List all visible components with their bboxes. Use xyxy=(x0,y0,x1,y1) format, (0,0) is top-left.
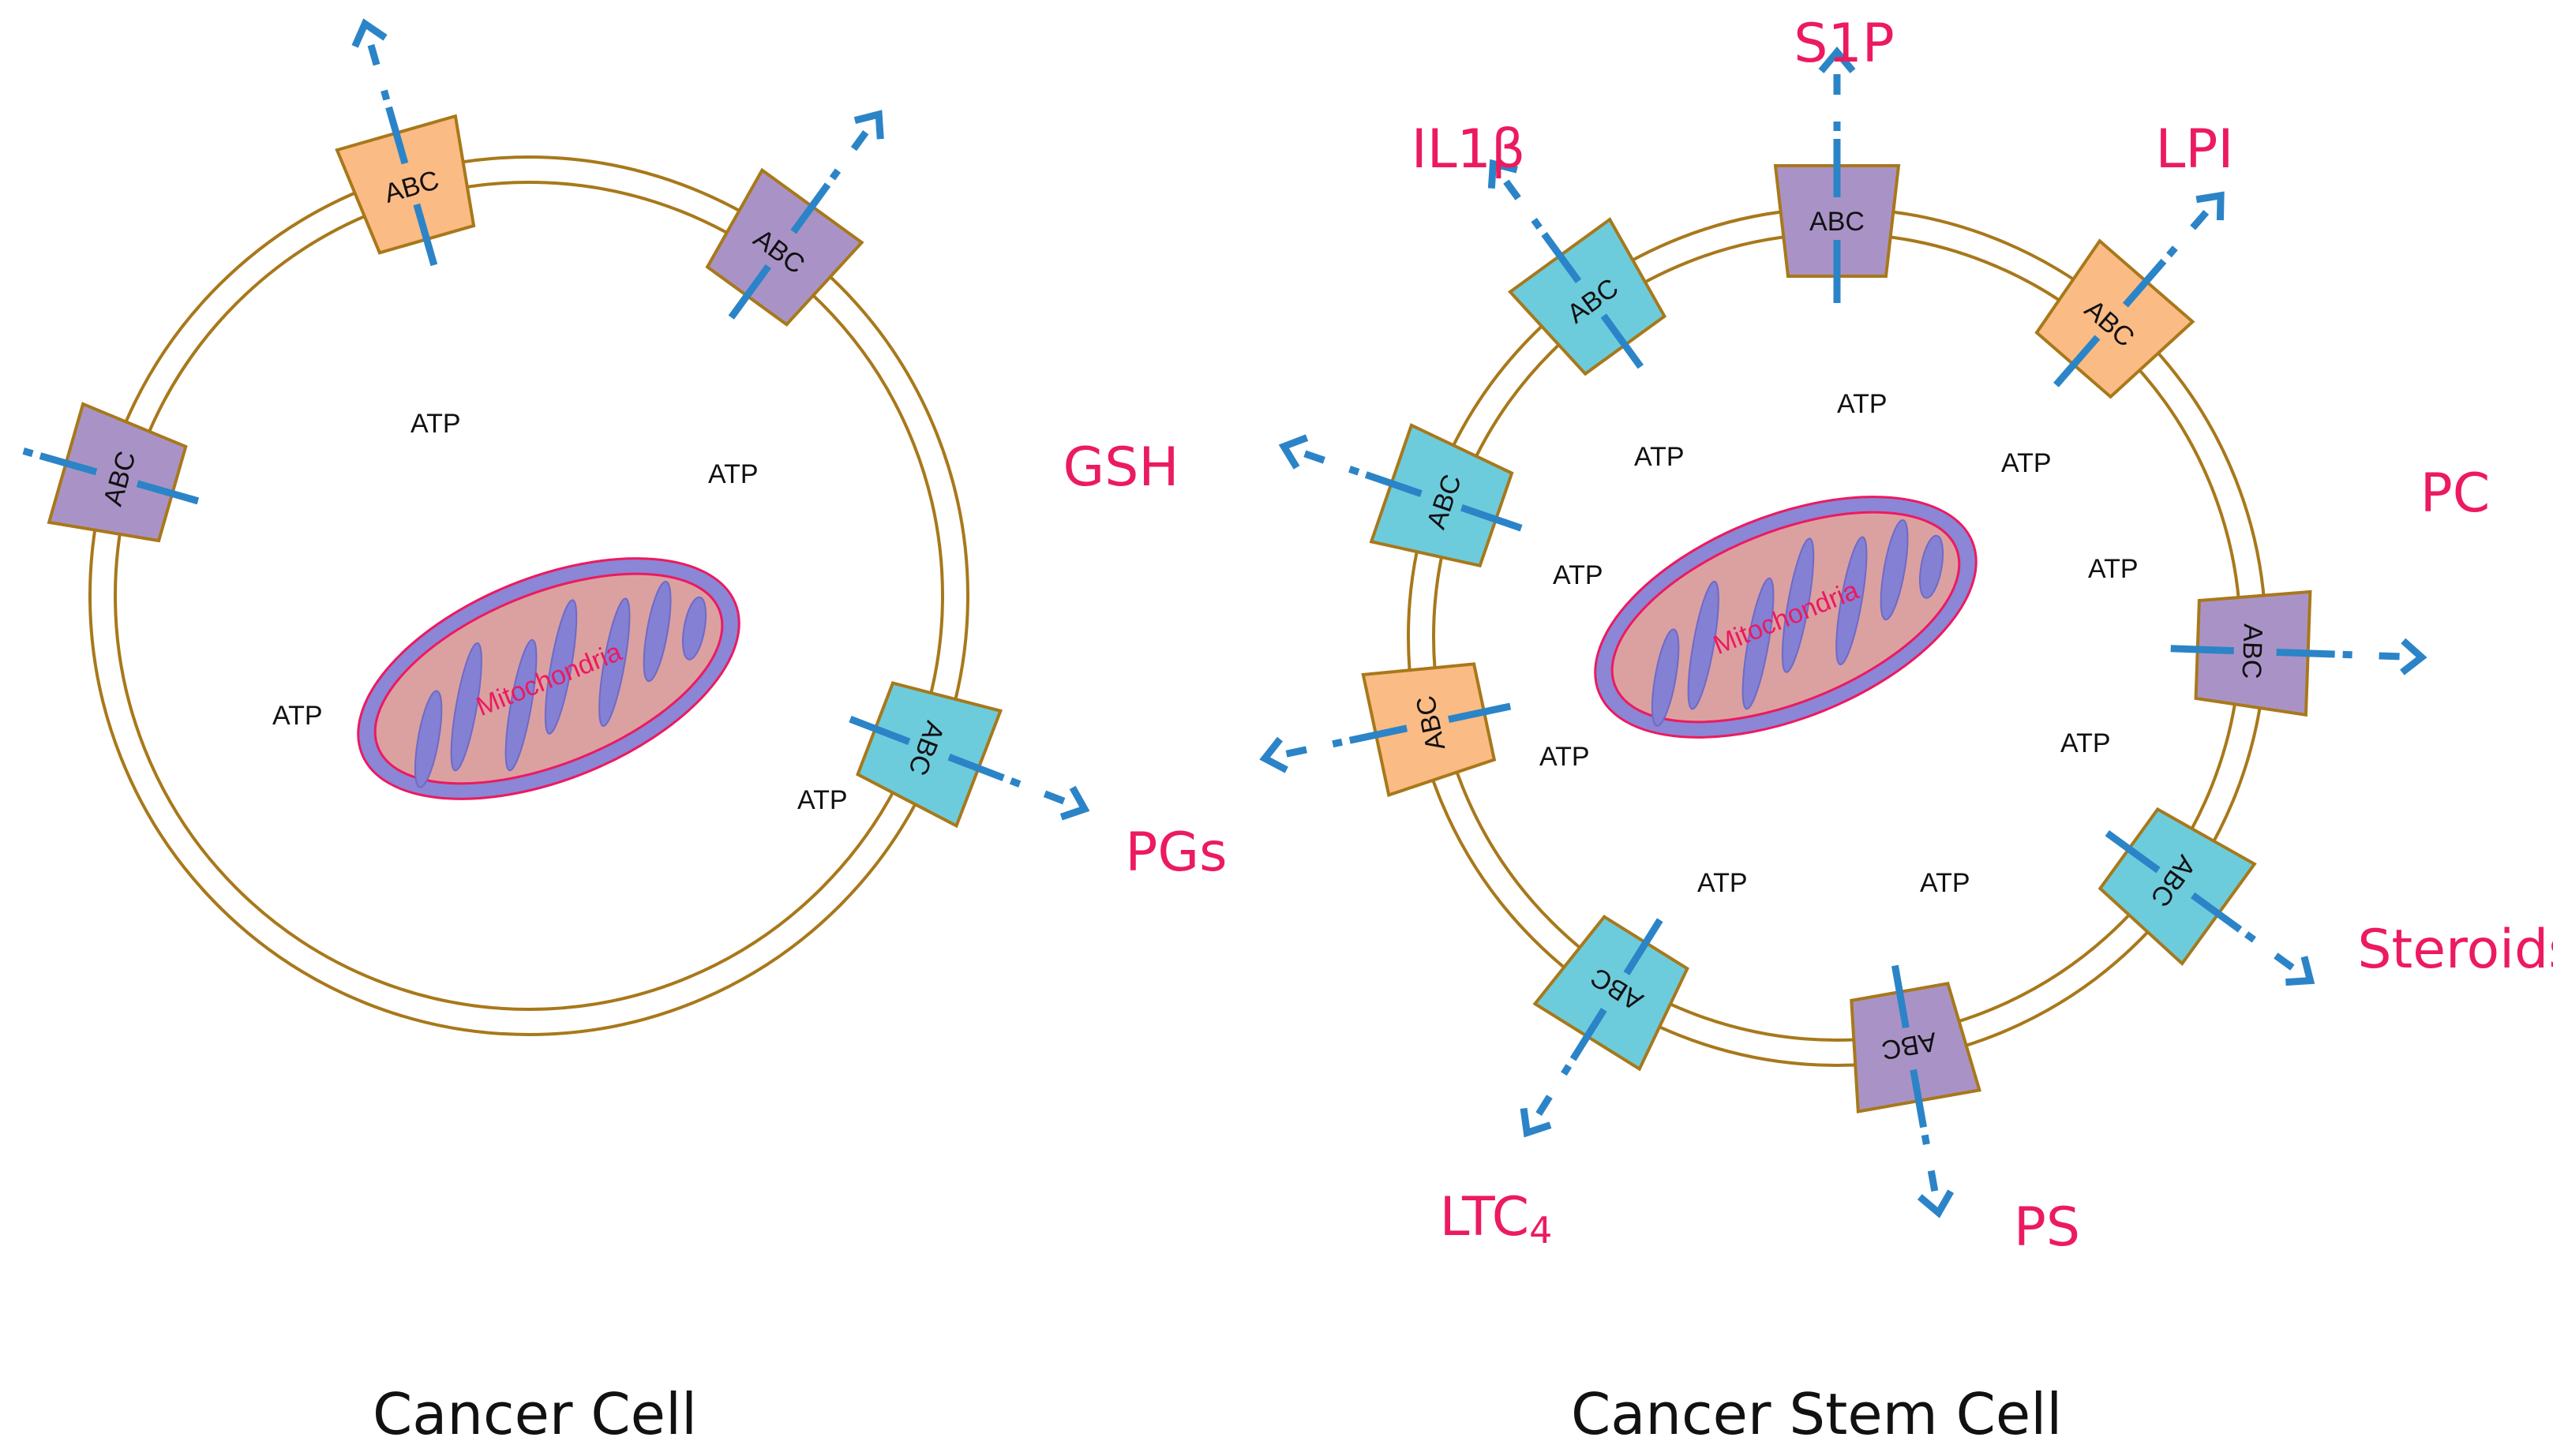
transporter-label: ABC xyxy=(1809,207,1865,237)
substrate-label: PC xyxy=(2420,462,2491,525)
atp-label: ATP xyxy=(2060,728,2111,758)
atp-label: ATP xyxy=(1539,742,1590,772)
substrate-label: PS xyxy=(2014,1196,2080,1259)
efflux-arrow-head xyxy=(1920,1192,1955,1216)
efflux-arrow-dot xyxy=(24,451,33,453)
atp-label: ATP xyxy=(1837,389,1888,419)
efflux-arrow-head xyxy=(1262,739,1287,774)
efflux-arrow-dash xyxy=(1539,1097,1550,1114)
atp-label: ATP xyxy=(1553,560,1603,590)
abc-transporter: ABC xyxy=(0,372,215,560)
efflux-arrow-dash xyxy=(1506,182,1518,198)
efflux-arrow-dot xyxy=(1925,1135,1926,1144)
atp-label: ATP xyxy=(1697,868,1748,898)
efflux-arrow-dash xyxy=(2379,656,2400,657)
abc-transporter: ABC xyxy=(2010,155,2267,425)
efflux-arrow-dot xyxy=(2169,248,2175,255)
abc-transporter: ABC xyxy=(306,7,493,283)
efflux-arrow-dot xyxy=(832,170,838,178)
efflux-arrow-dash xyxy=(1044,794,1063,801)
substrate-label: GSH xyxy=(1063,436,1179,499)
abc-transporter: ABC xyxy=(681,78,928,354)
efflux-arrow-dot xyxy=(1534,220,1539,228)
atp-label: ATP xyxy=(411,409,461,439)
substrate-subscript: 4 xyxy=(1529,1209,1552,1252)
atp-label: ATP xyxy=(272,701,323,731)
mitochondria: Mitochondria xyxy=(324,510,774,848)
efflux-arrow-dash xyxy=(2193,212,2206,228)
transport-channel xyxy=(2171,649,2234,651)
atp-label: ATP xyxy=(1634,442,1685,472)
transporter-label: ABC xyxy=(2236,623,2267,679)
efflux-arrow-head xyxy=(1061,788,1090,824)
efflux-arrow-dash xyxy=(1931,1171,1935,1192)
mitochondria: Mitochondria xyxy=(1561,448,2011,786)
abc-transporter: ABC xyxy=(1775,52,1899,303)
atp-label: ATP xyxy=(1920,868,1970,898)
atp-label: ATP xyxy=(2001,448,2052,478)
substrate-label: PGs xyxy=(1125,822,1227,884)
abc-transporter: ABC xyxy=(1475,887,1712,1165)
efflux-arrow-head xyxy=(1513,1108,1550,1141)
abc-transporter: ABC xyxy=(828,661,1107,866)
efflux-arrow-dot xyxy=(2247,934,2255,940)
efflux-arrow-dash xyxy=(1287,750,1306,754)
abc-transporter: ABC xyxy=(2169,587,2424,719)
efflux-arrow-dash xyxy=(2276,956,2292,968)
atp-label: ATP xyxy=(2088,554,2139,584)
efflux-arrow-dash xyxy=(1305,454,1325,460)
substrate-label: LTC4 xyxy=(1440,1186,1553,1252)
transport-channel xyxy=(2277,652,2335,654)
efflux-arrow-dot xyxy=(384,91,386,100)
cancer-stem-cell-caption: Cancer Stem Cell xyxy=(1571,1381,2062,1447)
substrate-label: IL1β xyxy=(1411,118,1526,181)
abc-transporter: ABC xyxy=(1252,646,1523,819)
cancer-cell-caption: Cancer Cell xyxy=(373,1381,697,1447)
efflux-arrow-dash xyxy=(853,133,865,149)
efflux-arrow-dash xyxy=(371,45,377,65)
efflux-arrow-head xyxy=(2402,641,2422,673)
efflux-arrow-head xyxy=(350,20,385,47)
abc-transporter: ABC xyxy=(2071,784,2346,1031)
efflux-arrow-dot xyxy=(1564,1066,1569,1074)
abc-transporter: ABC xyxy=(1835,955,2000,1223)
efflux-arrow-dot xyxy=(1350,469,1359,472)
atp-label: ATP xyxy=(708,459,759,489)
atp-label: ATP xyxy=(797,785,848,815)
substrate-label: S1P xyxy=(1794,13,1894,75)
cancer-stem-cell-group: MitochondriaABCATPS1PABCATPLPIABCATPPCAB… xyxy=(1063,13,2553,1259)
substrate-label: LPI xyxy=(2156,118,2234,181)
substrate-label: Steroids xyxy=(2357,919,2553,981)
efflux-arrow-head xyxy=(1279,432,1307,468)
efflux-arrow-dot xyxy=(1011,780,1020,784)
efflux-arrow-dot xyxy=(1333,742,1342,743)
